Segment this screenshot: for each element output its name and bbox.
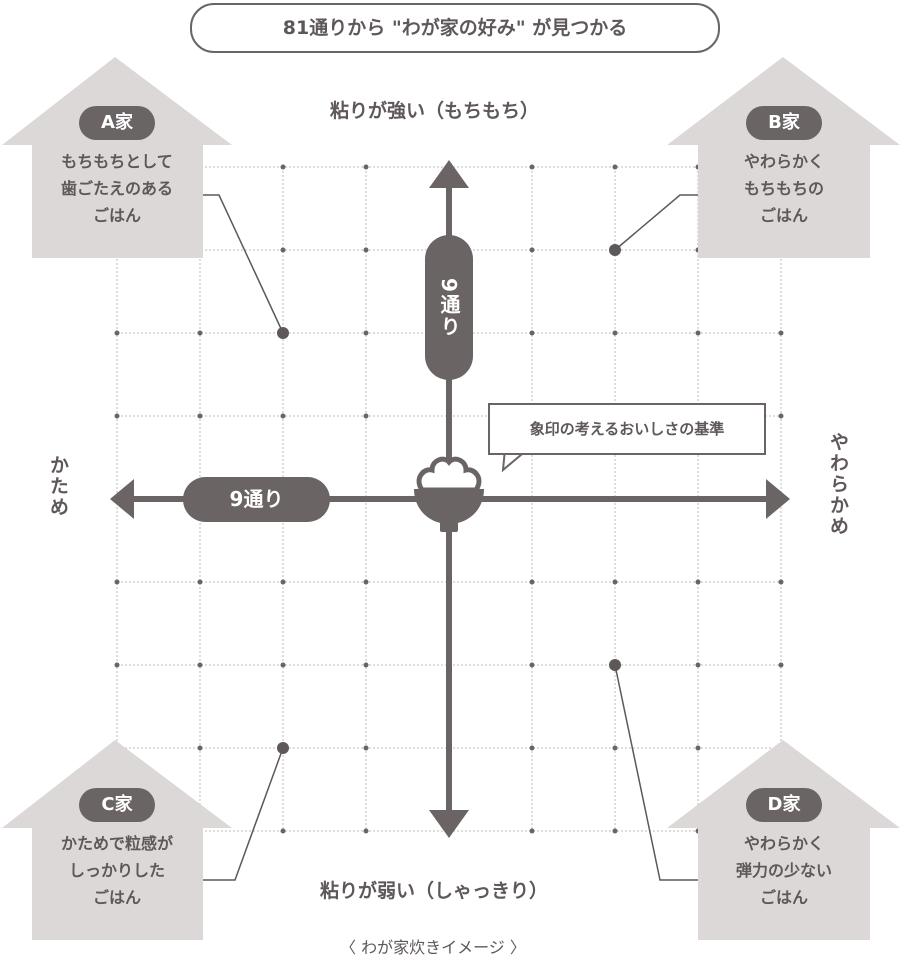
desc-line: しっかりした xyxy=(68,861,165,880)
grid-dot xyxy=(612,745,618,751)
grid-dot xyxy=(529,247,535,253)
grid-dot xyxy=(114,662,120,668)
grid-dot xyxy=(695,662,701,668)
axis-label-top: 粘りが強い（もちもち） xyxy=(330,100,540,122)
house-c-description: かためで粒感が しっかりした ごはん xyxy=(17,830,217,911)
grid-dot xyxy=(695,330,701,336)
grid-dot xyxy=(280,413,286,419)
grid-dot xyxy=(695,579,701,585)
grid-dot xyxy=(363,330,369,336)
axis-label-bottom: 粘りが弱い（しゃっきり） xyxy=(320,880,549,902)
house-a-description: もちもちとして 歯ごたえのある ごはん xyxy=(17,148,217,229)
grid-dot xyxy=(612,579,618,585)
points xyxy=(277,244,621,754)
grid-dot xyxy=(778,662,784,668)
grid-dot xyxy=(197,330,203,336)
grid-dot xyxy=(114,330,120,336)
arrow-up-icon xyxy=(429,160,469,188)
desc-line: もちもちの xyxy=(743,179,824,198)
grid-dot xyxy=(114,579,120,585)
desc-line: ごはん xyxy=(759,888,808,907)
grid-dot xyxy=(280,579,286,585)
grid-dot xyxy=(778,330,784,336)
grid-dot xyxy=(197,745,203,751)
grid-dot xyxy=(363,164,369,170)
grid-dot xyxy=(778,579,784,585)
desc-line: 歯ごたえのある xyxy=(60,179,173,198)
leader-lines xyxy=(203,194,698,881)
house-d-description: やわらかく 弾力の少ない ごはん xyxy=(684,830,884,911)
house-b-description: やわらかく もちもちの ごはん xyxy=(684,148,884,229)
rice-bowl-icon xyxy=(414,456,484,532)
grid-dot xyxy=(280,247,286,253)
vertical-count-pill: 9通り xyxy=(425,235,473,380)
grid-dot xyxy=(529,579,535,585)
desc-line: もちもちとして xyxy=(61,152,173,171)
arrow-right-icon xyxy=(766,479,790,519)
house-a-badge: A家 xyxy=(79,106,155,140)
arrow-down-icon xyxy=(429,810,469,838)
grid-dot xyxy=(197,413,203,419)
desc-line: ごはん xyxy=(759,206,808,225)
grid-dot xyxy=(363,745,369,751)
desc-line: 弾力の少ない xyxy=(735,861,832,880)
grid-dot xyxy=(280,662,286,668)
grid-dot xyxy=(529,164,535,170)
axis-label-left: かため xyxy=(47,455,69,518)
grid-dot xyxy=(197,579,203,585)
grid-dot xyxy=(529,330,535,336)
house-d-badge: D家 xyxy=(746,788,822,822)
desc-line: ごはん xyxy=(92,888,141,907)
caption: 〈 わが家炊きイメージ 〉 xyxy=(340,938,526,957)
grid-dot xyxy=(612,828,618,834)
grid-dot xyxy=(695,745,701,751)
center-speech-bubble: 象印の考えるおいしさの基準 xyxy=(488,403,766,455)
axis-label-right: やわらかめ xyxy=(827,432,849,537)
grid-dot xyxy=(197,662,203,668)
house-d-shape xyxy=(667,740,900,940)
desc-line: ごはん xyxy=(92,206,141,225)
grid-dot xyxy=(114,413,120,419)
house-c-shape xyxy=(2,740,232,940)
house-b-badge: B家 xyxy=(746,106,822,140)
grid-dot xyxy=(612,330,618,336)
grid-dot xyxy=(280,828,286,834)
house-a-shape xyxy=(2,57,232,258)
grid-dot xyxy=(529,745,535,751)
diagram-title: 81通りから "わが家の好み" が見つかる xyxy=(190,3,720,53)
desc-line: かためで粒感が xyxy=(60,834,173,853)
grid-dot xyxy=(778,413,784,419)
grid-dot xyxy=(363,828,369,834)
grid-dot xyxy=(280,164,286,170)
houses xyxy=(2,57,900,940)
grid-dot xyxy=(529,828,535,834)
desc-line: やわらかく xyxy=(743,834,824,853)
house-c-badge: C家 xyxy=(79,788,155,822)
horizontal-count-pill: 9通り xyxy=(183,477,330,522)
house-b-shape xyxy=(667,57,900,258)
grid-dot xyxy=(363,247,369,253)
grid-dot xyxy=(529,662,535,668)
grid-dot xyxy=(363,413,369,419)
grid-dot xyxy=(612,164,618,170)
desc-line: やわらかく xyxy=(743,152,824,171)
arrow-left-icon xyxy=(110,479,134,519)
grid-dot xyxy=(363,662,369,668)
grid-dot xyxy=(363,579,369,585)
vertical-count-label: 9通り xyxy=(437,277,461,338)
